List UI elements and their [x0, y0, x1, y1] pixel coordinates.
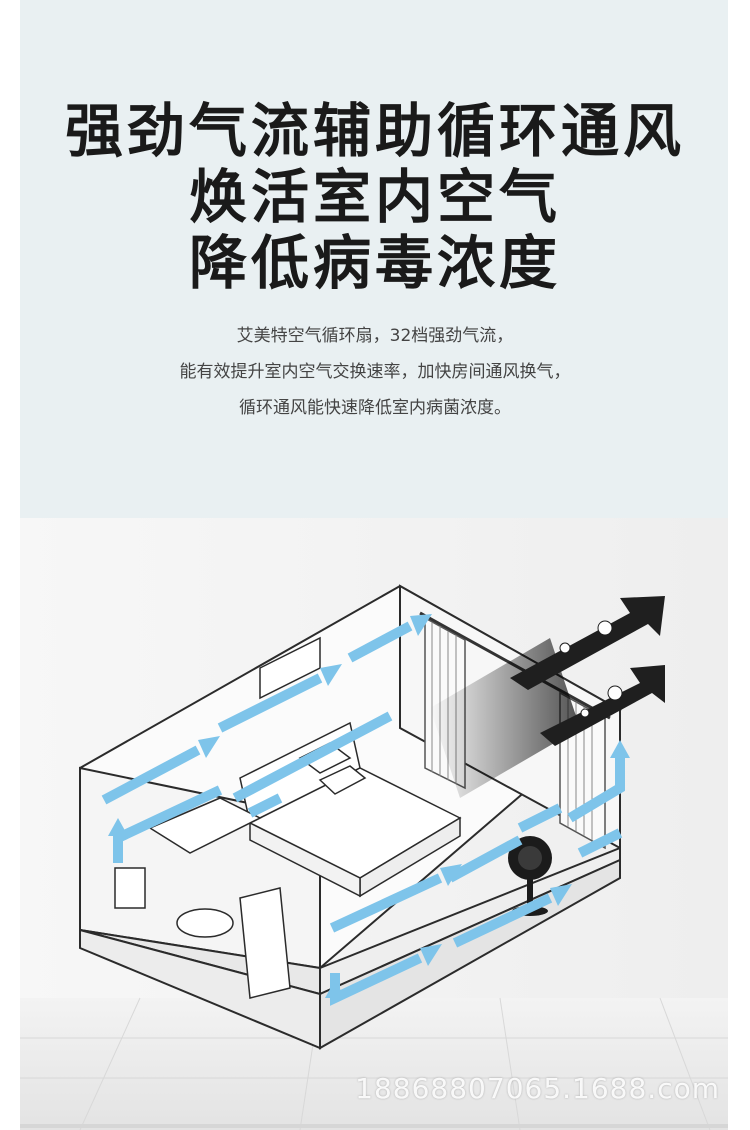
- germ-icon: [559, 620, 623, 718]
- description-line-1: 艾美特空气循环扇，32档强劲气流，: [236, 326, 514, 346]
- headline-line-2: 焕活室内空气: [188, 163, 561, 231]
- description-line-2: 能有效提升室内空气交换速率，加快房间通风换气，: [179, 362, 571, 382]
- room-airflow-diagram: [20, 518, 728, 1130]
- airflow-arrow-icon: [101, 621, 625, 1006]
- headline-line-1: 强劲气流辅助循环通风: [64, 97, 685, 165]
- airflow-arrow-heads: [108, 614, 630, 998]
- outflow-arrow-icon: [510, 596, 665, 746]
- hero-banner: [20, 0, 728, 518]
- description-line-3: 循环通风能快速降低室内病菌浓度。: [239, 398, 511, 418]
- headline: 强劲气流辅助循环通风 焕活室内空气 降低病毒浓度: [0, 98, 750, 296]
- watermark: 18868807065.1688.com: [355, 1072, 720, 1105]
- description: 艾美特空气循环扇，32档强劲气流， 能有效提升室内空气交换速率，加快房间通风换气…: [0, 318, 750, 426]
- room-illustration: [20, 518, 728, 1130]
- bathroom: [114, 797, 291, 999]
- headline-line-3: 降低病毒浓度: [188, 229, 561, 297]
- divider: [20, 1124, 728, 1128]
